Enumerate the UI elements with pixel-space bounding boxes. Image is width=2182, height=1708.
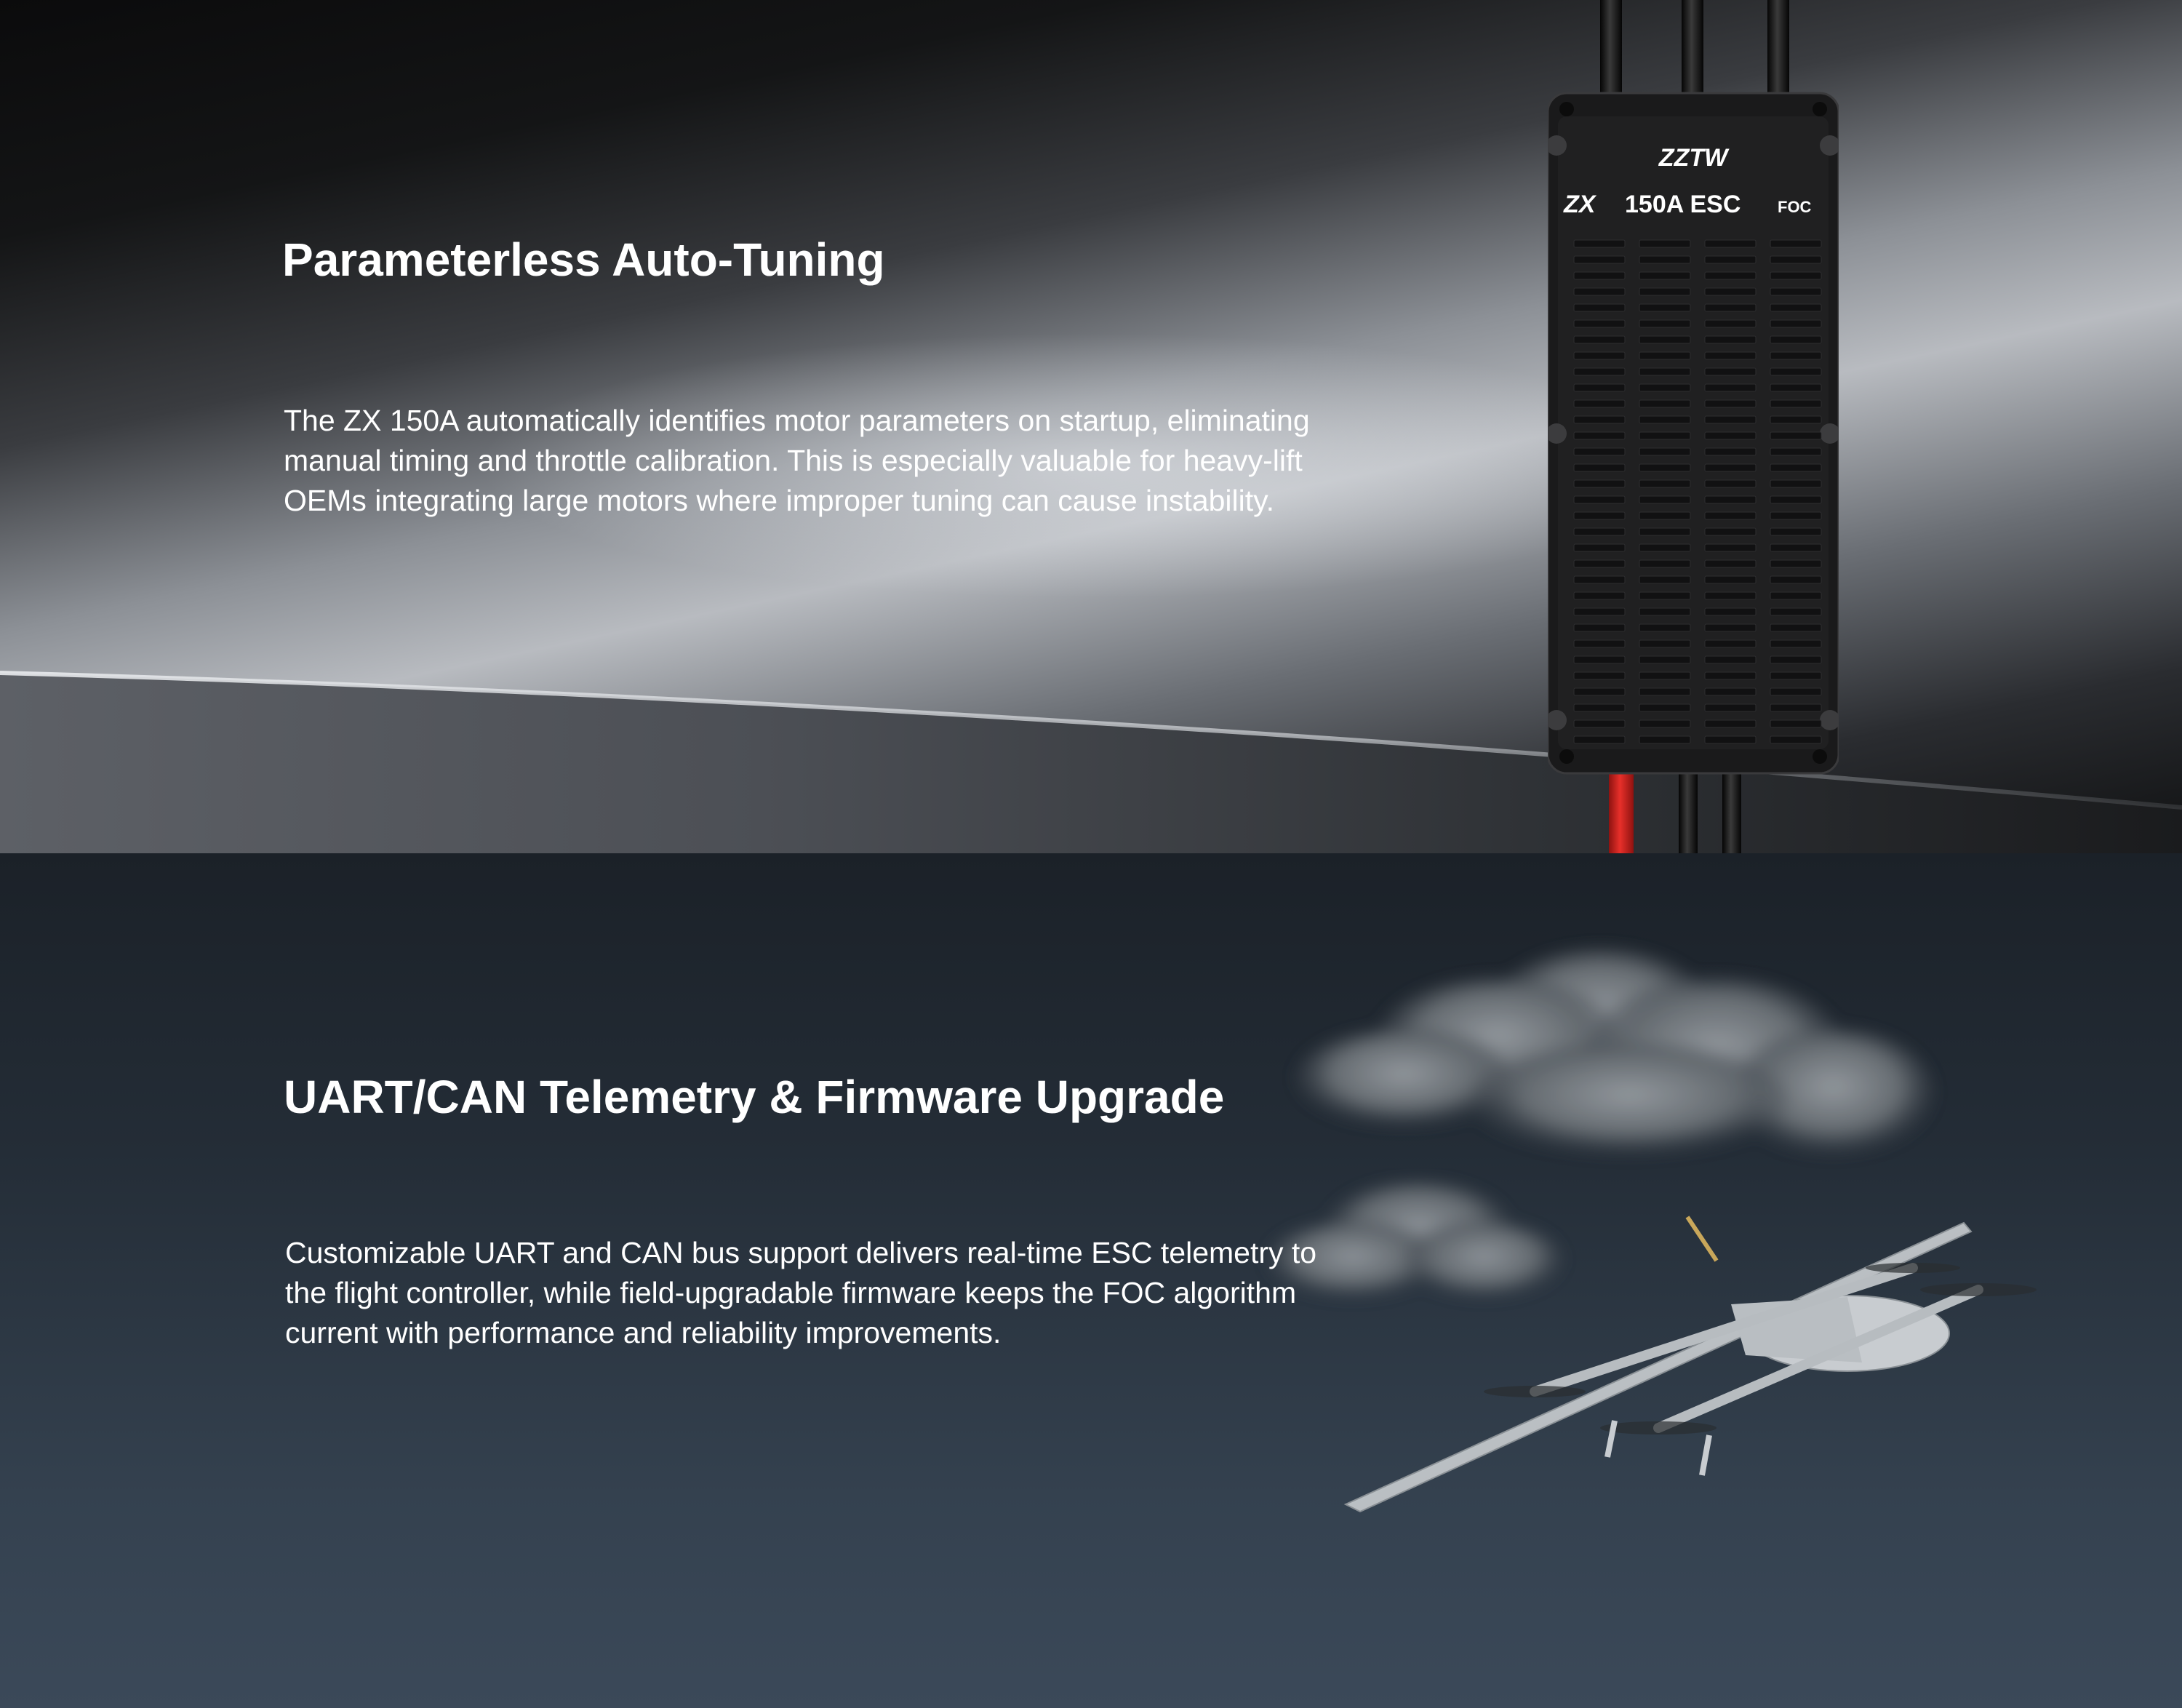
telemetry-section: UART/CAN Telemetry & Firmware Upgrade Cu…: [0, 853, 2182, 1708]
cloud-small: [1266, 1181, 1564, 1301]
auto-tuning-section: Parameterless Auto-Tuning The ZX 150A au…: [0, 0, 2182, 853]
section-title: Parameterless Auto-Tuning: [282, 234, 885, 286]
vtol-drone: [1343, 1216, 2037, 1513]
background-light-sweep: [0, 671, 2182, 853]
esc-heatsink-fins: [1573, 239, 1822, 744]
drone-cloud-image: [1266, 948, 2037, 1513]
esc-brand-logo: ZZTW: [1658, 144, 1730, 172]
esc-foc-label: FOC: [1778, 198, 1812, 216]
esc-model-label: 150A ESC: [1625, 191, 1741, 218]
esc-model-prefix: ZX: [1563, 191, 1597, 218]
section-description: The ZX 150A automatically identifies mot…: [284, 404, 1310, 517]
cloud-large: [1295, 948, 1935, 1159]
section-description: Customizable UART and CAN bus support de…: [285, 1236, 1317, 1349]
section-title: UART/CAN Telemetry & Firmware Upgrade: [284, 1071, 1225, 1123]
esc-device-image: ZZTW ZX 150A ESC FOC: [1548, 0, 1839, 853]
